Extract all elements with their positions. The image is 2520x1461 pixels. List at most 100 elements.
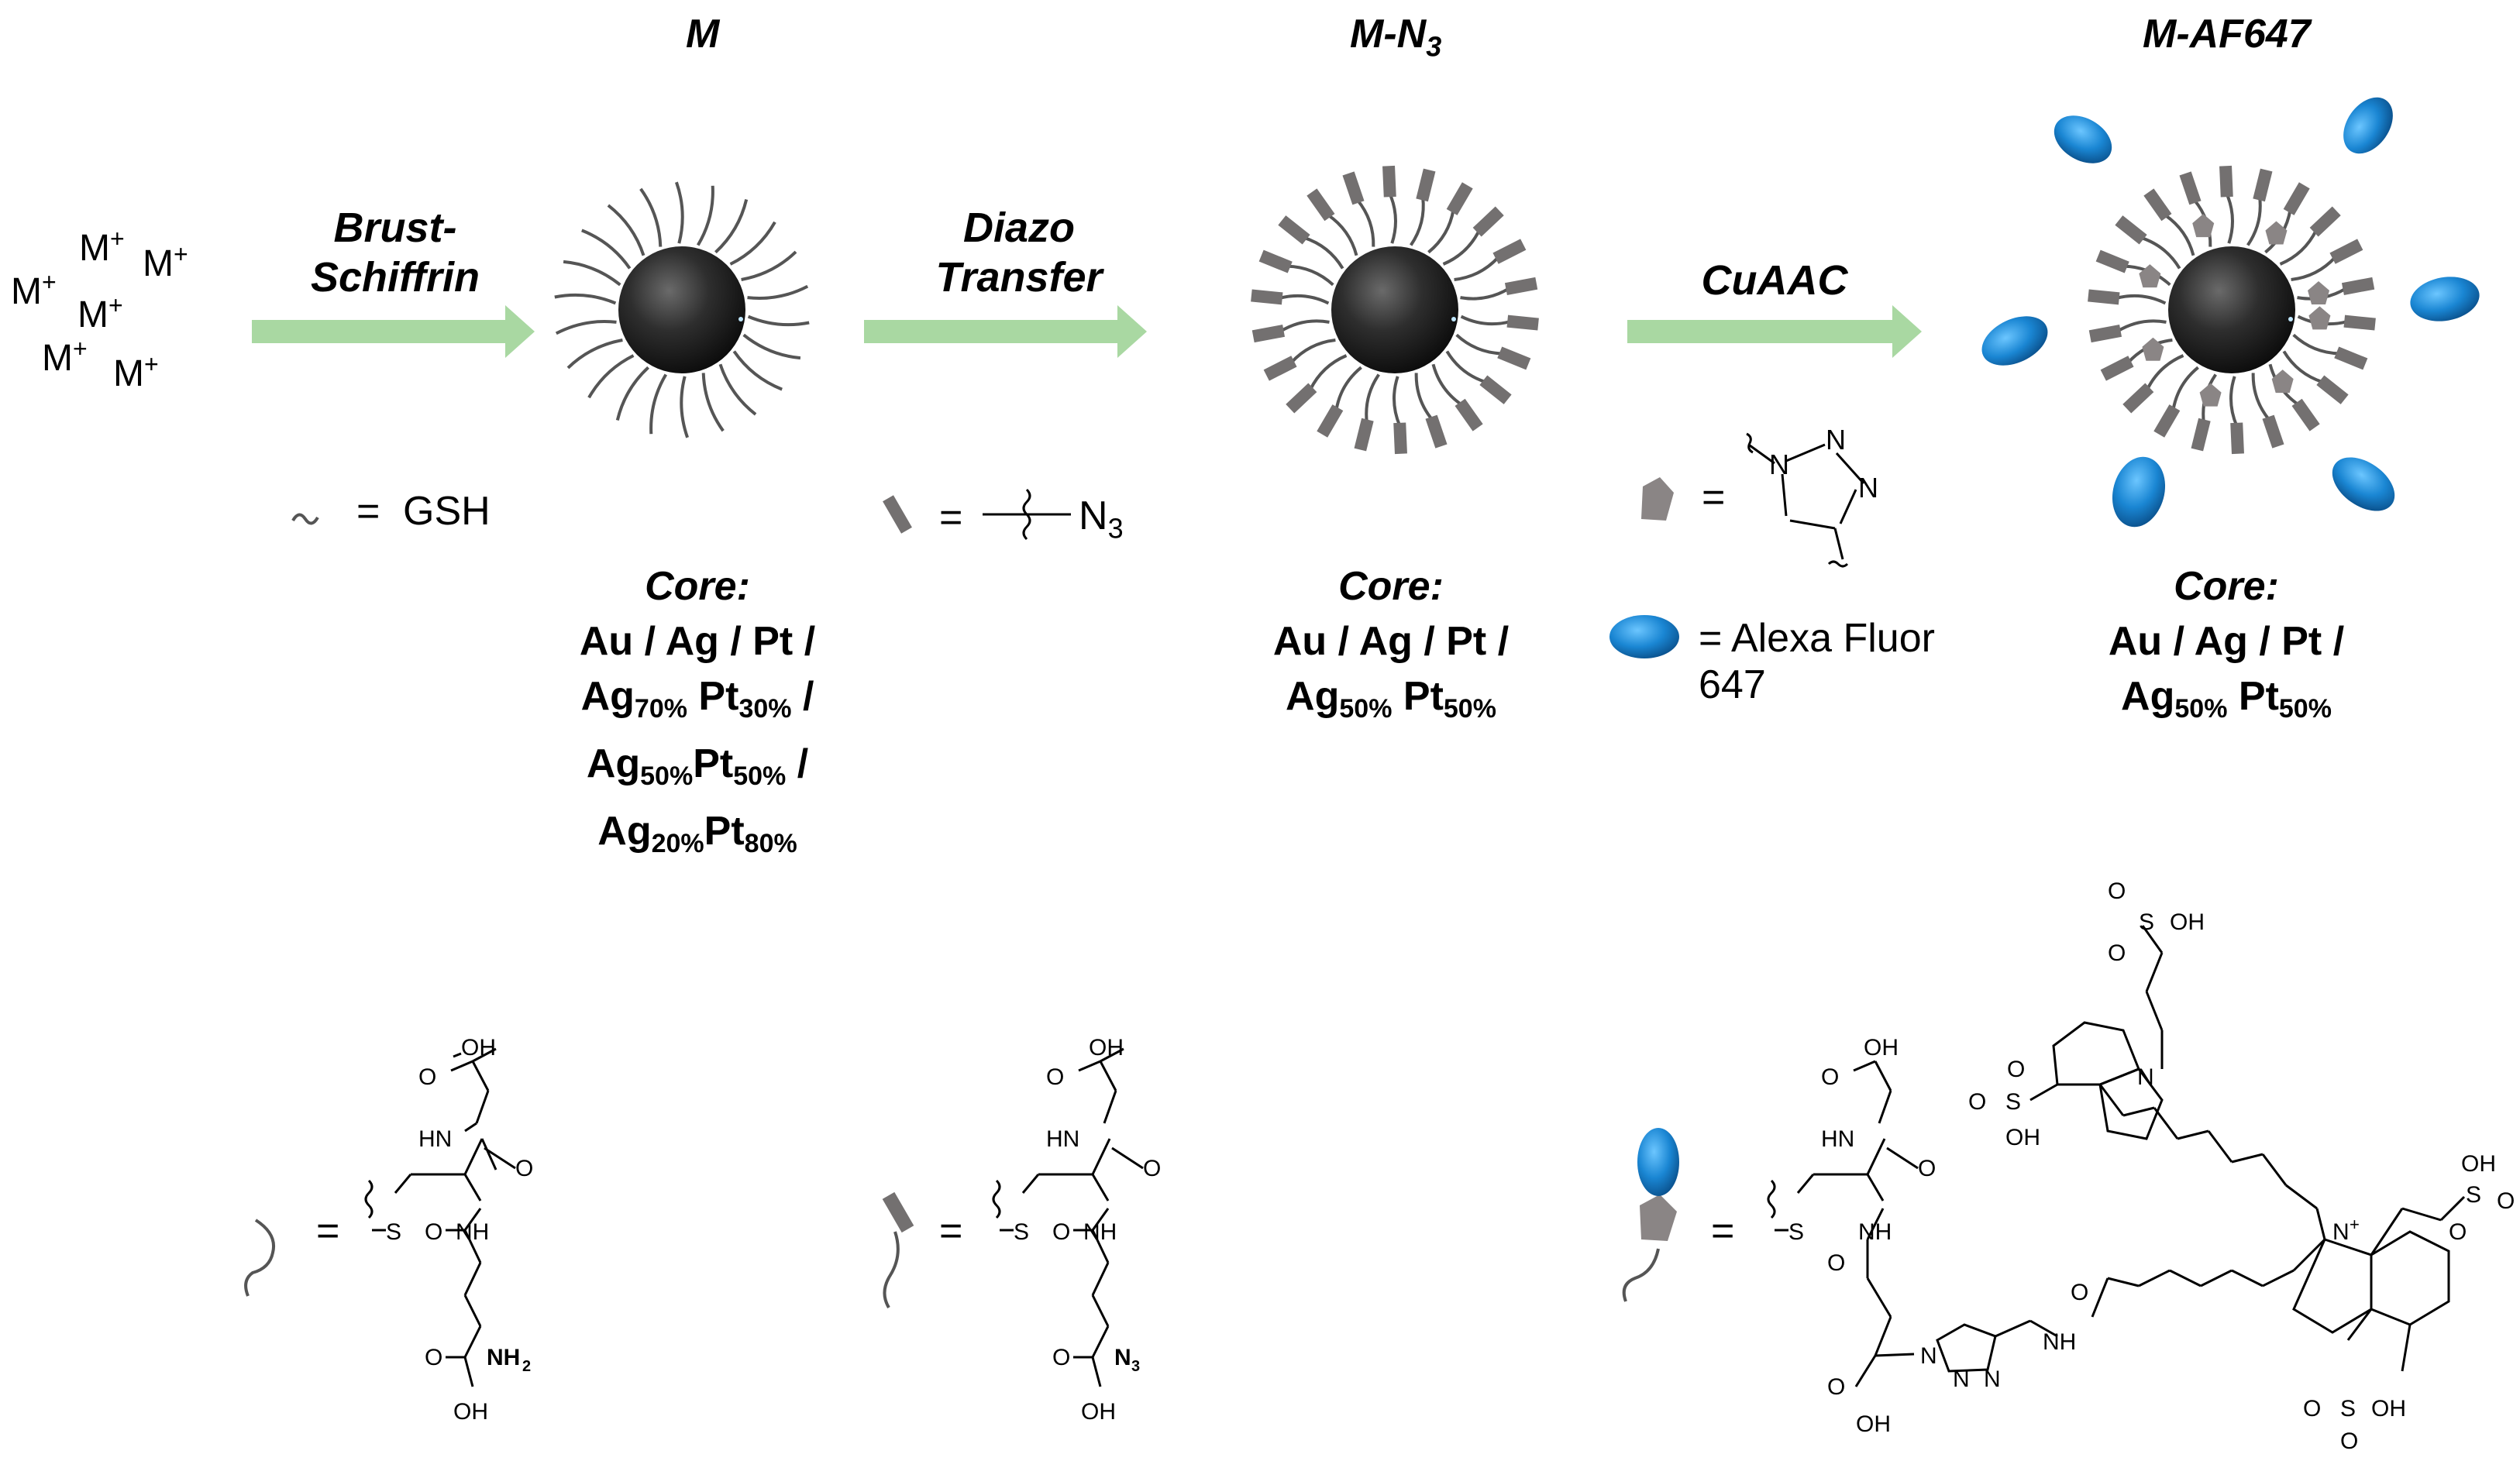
svg-text:O: O (1052, 1219, 1070, 1245)
ligand-chain (1445, 350, 1487, 384)
svg-text:O: O (2108, 878, 2126, 904)
ligand-chain (2164, 213, 2195, 256)
glutathione-af647-structure: OH O HN O S NH O O OH N N N NH O N + N S… (1767, 878, 2515, 1454)
svg-text:OH: OH (1864, 1035, 1899, 1061)
svg-text:O: O (2497, 1188, 2515, 1214)
svg-text:O: O (515, 1156, 533, 1181)
svg-text:O: O (1143, 1156, 1161, 1181)
svg-text:O: O (2340, 1428, 2358, 1454)
ligand-chain (732, 350, 783, 391)
triazole-block (2271, 370, 2294, 394)
triazole-block (2308, 306, 2331, 330)
ligand-chain (2140, 235, 2181, 270)
svg-text:3: 3 (1131, 1358, 1140, 1375)
svg-text:S: S (1788, 1219, 1804, 1245)
title-m-af647: M-AF647 (2143, 12, 2311, 57)
core-composition-m-af647: Core: Au / Ag / Pt / Ag50% Pt50% (2108, 564, 2345, 724)
ligand-chain (1356, 198, 1375, 247)
ligand-chain (2279, 229, 2318, 266)
svg-text:O: O (1918, 1156, 1936, 1181)
ligand-chain (587, 354, 635, 399)
ligand-chain (1309, 354, 1348, 390)
glutathione-structure: OH O HN O S NH O NH 2 O OH (364, 1035, 533, 1425)
azide-block (2262, 414, 2284, 449)
ligand-chain (729, 221, 776, 266)
azide-block (2230, 422, 2244, 455)
azide-block (2283, 182, 2310, 215)
ligand-chain (747, 284, 809, 300)
svg-text:N: N (1920, 1343, 1937, 1369)
triazole-n3: N (1858, 472, 1878, 504)
azide-block (2088, 289, 2120, 305)
n3-legend-label: N3 (1079, 493, 1124, 545)
metal-ion: M+ (113, 350, 159, 394)
ligand-chain (555, 320, 617, 335)
azide-ligand-structure-icon (882, 1191, 914, 1309)
gsh-ligand-icon (291, 513, 319, 525)
azide-block (2291, 398, 2320, 431)
svg-text:N: N (1984, 1366, 2001, 1392)
ligand-chain (1427, 209, 1455, 254)
triazole-legend-eq: = (1702, 475, 1726, 520)
azide-block (2341, 277, 2375, 295)
arrow-diazo-transfer (864, 305, 1147, 358)
azide-block (2143, 188, 2172, 222)
svg-text:N: N (2137, 1064, 2154, 1090)
ligand-chain (2282, 350, 2324, 384)
ligand-chain (2225, 193, 2234, 244)
core-composition-m: Core: Au / Ag / Pt / Ag70% Pt30% / Ag50%… (579, 564, 816, 858)
triazole-block (2192, 214, 2215, 238)
azide-block (2095, 249, 2129, 273)
ligand-chain (2116, 319, 2167, 333)
azide-block (2088, 325, 2122, 343)
title-m-n3: M-N3 (1350, 12, 1442, 63)
azide-block (2122, 383, 2154, 414)
azide-block (1446, 182, 1473, 215)
ligand-chain (701, 373, 725, 432)
core-composition-m-n3: Core: Au / Ag / Pt / Ag50% Pt50% (1272, 564, 1510, 724)
gsh-ligand-structure-icon (244, 1219, 275, 1297)
azide-block (2179, 171, 2202, 205)
ligand-chain (1365, 373, 1380, 423)
svg-text:O: O (425, 1219, 442, 1245)
azido-glutathione-structure: OH O HN O S NH O N 3 O OH (992, 1035, 1161, 1425)
step-cuaac-label: CuAAC (1701, 257, 1848, 304)
arrow-brust-schiffrin (252, 305, 535, 358)
ligand-chain (2171, 366, 2199, 411)
ligand-chain (1303, 235, 1344, 270)
svg-text:O: O (1052, 1345, 1070, 1370)
azide-block (1263, 356, 1297, 381)
dye-ligand-structure-icon (1622, 1128, 1679, 1302)
metal-ion: M+ (11, 268, 57, 312)
svg-text:NH: NH (1083, 1219, 1117, 1245)
ligand-chain (742, 333, 801, 360)
azide-block (1251, 325, 1286, 343)
ligand-chain (563, 260, 621, 287)
azide-block (2316, 375, 2349, 404)
alexa-fluor-dye (2343, 97, 2393, 154)
svg-text:S: S (1014, 1219, 1029, 1245)
azide-block (2343, 315, 2376, 331)
svg-text:O: O (2108, 940, 2126, 966)
arrow-cuaac (1627, 305, 1922, 358)
triazole-block (2139, 264, 2161, 288)
nanoparticle-m (554, 181, 810, 438)
svg-text:N: N (2332, 1219, 2350, 1245)
ligand-chain (1454, 256, 1500, 281)
svg-text:NH: NH (487, 1345, 520, 1370)
svg-text:HN: HN (418, 1126, 452, 1152)
azide-block (1479, 375, 1512, 404)
svg-text:O: O (1821, 1064, 1839, 1090)
svg-text:S: S (2340, 1396, 2356, 1421)
ligand-chain (718, 363, 757, 416)
ligand-chain (566, 339, 623, 370)
azide-block (1317, 404, 1344, 438)
svg-text:HN: HN (1821, 1126, 1854, 1152)
ligand-chain (2229, 376, 2239, 427)
azide-block (1425, 414, 1448, 449)
azide-block (1497, 346, 1531, 370)
gsh-eq-sign: = (316, 1208, 339, 1253)
svg-text:S: S (2139, 909, 2154, 935)
